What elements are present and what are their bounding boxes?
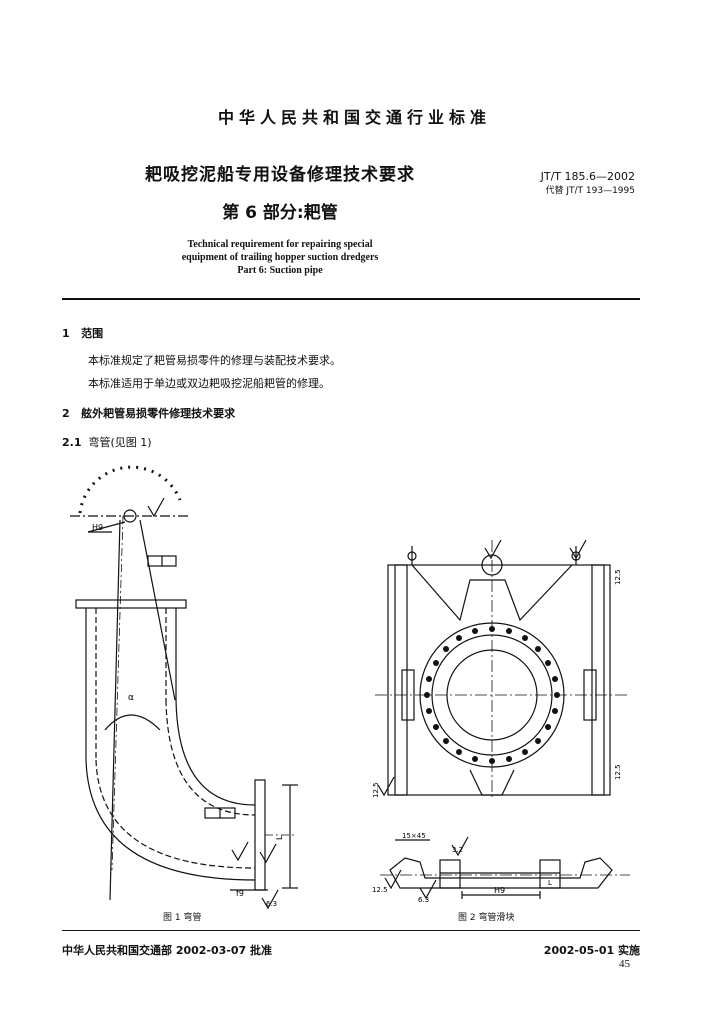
standard-code-block: JT/T 185.6—2002 代替 JT/T 193—1995: [495, 170, 635, 196]
fig2-label-ra-12-5-right: 12.5: [614, 764, 622, 780]
fig1-label-angle: α: [128, 693, 134, 703]
section-1-paragraph-1: 本标准规定了耙管易损零件的修理与装配技术要求。: [88, 354, 341, 367]
figure-2-caption: 图 2 弯管滑块: [458, 913, 515, 923]
approval-line: 中华人民共和国交通部 2002-03-07 批准: [62, 944, 273, 957]
standard-code: JT/T 185.6—2002: [540, 170, 635, 183]
section-2-number: 2: [62, 407, 70, 420]
flange-bolt-holes: [424, 626, 560, 764]
fig1-label-f9: f9: [236, 889, 244, 898]
section-1-heading: 1 范围: [62, 325, 103, 341]
section-2-1-number: 2.1: [62, 436, 82, 449]
section-2-heading: 2 舷外耙管易损零件修理技术要求: [62, 405, 235, 421]
section-2-title: 舷外耙管易损零件修理技术要求: [81, 407, 236, 420]
section-1-paragraph-2: 本标准适用于单边或双边耙吸挖泥船耙管的修理。: [88, 377, 330, 390]
standard-title-en: Technical requirement for repairing spec…: [0, 238, 560, 277]
effective-date: 2002-05-01 实施: [543, 944, 640, 957]
fig2-label-ra-6-3: 6.3: [418, 896, 429, 904]
fig2-label-chamfer: 15×45: [402, 832, 426, 840]
section-1-title: 范围: [81, 327, 104, 340]
fig2-label-h9: H9: [494, 886, 505, 895]
part-title-cn: 第 6 部分:耙管: [222, 203, 338, 223]
standard-title-cn: 耙吸挖泥船专用设备修理技术要求: [145, 165, 415, 185]
header-rule: [62, 298, 640, 300]
section-2-1-heading: 2.1 弯管(见图 1): [62, 434, 152, 450]
issuing-standard-body: 中华人民共和国交通行业标准: [217, 108, 491, 127]
footer-rule: [62, 930, 640, 931]
fig2-label-ra-12-5-top: 12.5: [614, 569, 622, 585]
figure-1-caption: 图 1 弯管: [163, 913, 202, 923]
page-number: 45: [619, 958, 630, 970]
fig2-label-l: L: [548, 879, 552, 887]
title-en-line-3: Part 6: Suction pipe: [237, 265, 323, 276]
fig2-label-ra-12-5-section: 12.5: [372, 886, 388, 894]
title-en-line-1: Technical requirement for repairing spec…: [187, 239, 373, 250]
fig1-label-length: L: [275, 835, 284, 840]
fig2-label-ra-3-2: 3.2: [452, 846, 463, 854]
replaces-standard: 代替 JT/T 193—1995: [545, 186, 636, 196]
section-2-1-title: 弯管(见图 1): [88, 436, 152, 449]
title-en-line-2: equipment of trailing hopper suction dre…: [181, 252, 379, 263]
fig1-label-ra-6-3: 6.3: [266, 900, 277, 908]
fig2-label-ra-12-5-left: 12.5: [372, 782, 380, 798]
fig1-label-h9: H9: [92, 523, 103, 532]
section-1-number: 1: [62, 327, 70, 340]
